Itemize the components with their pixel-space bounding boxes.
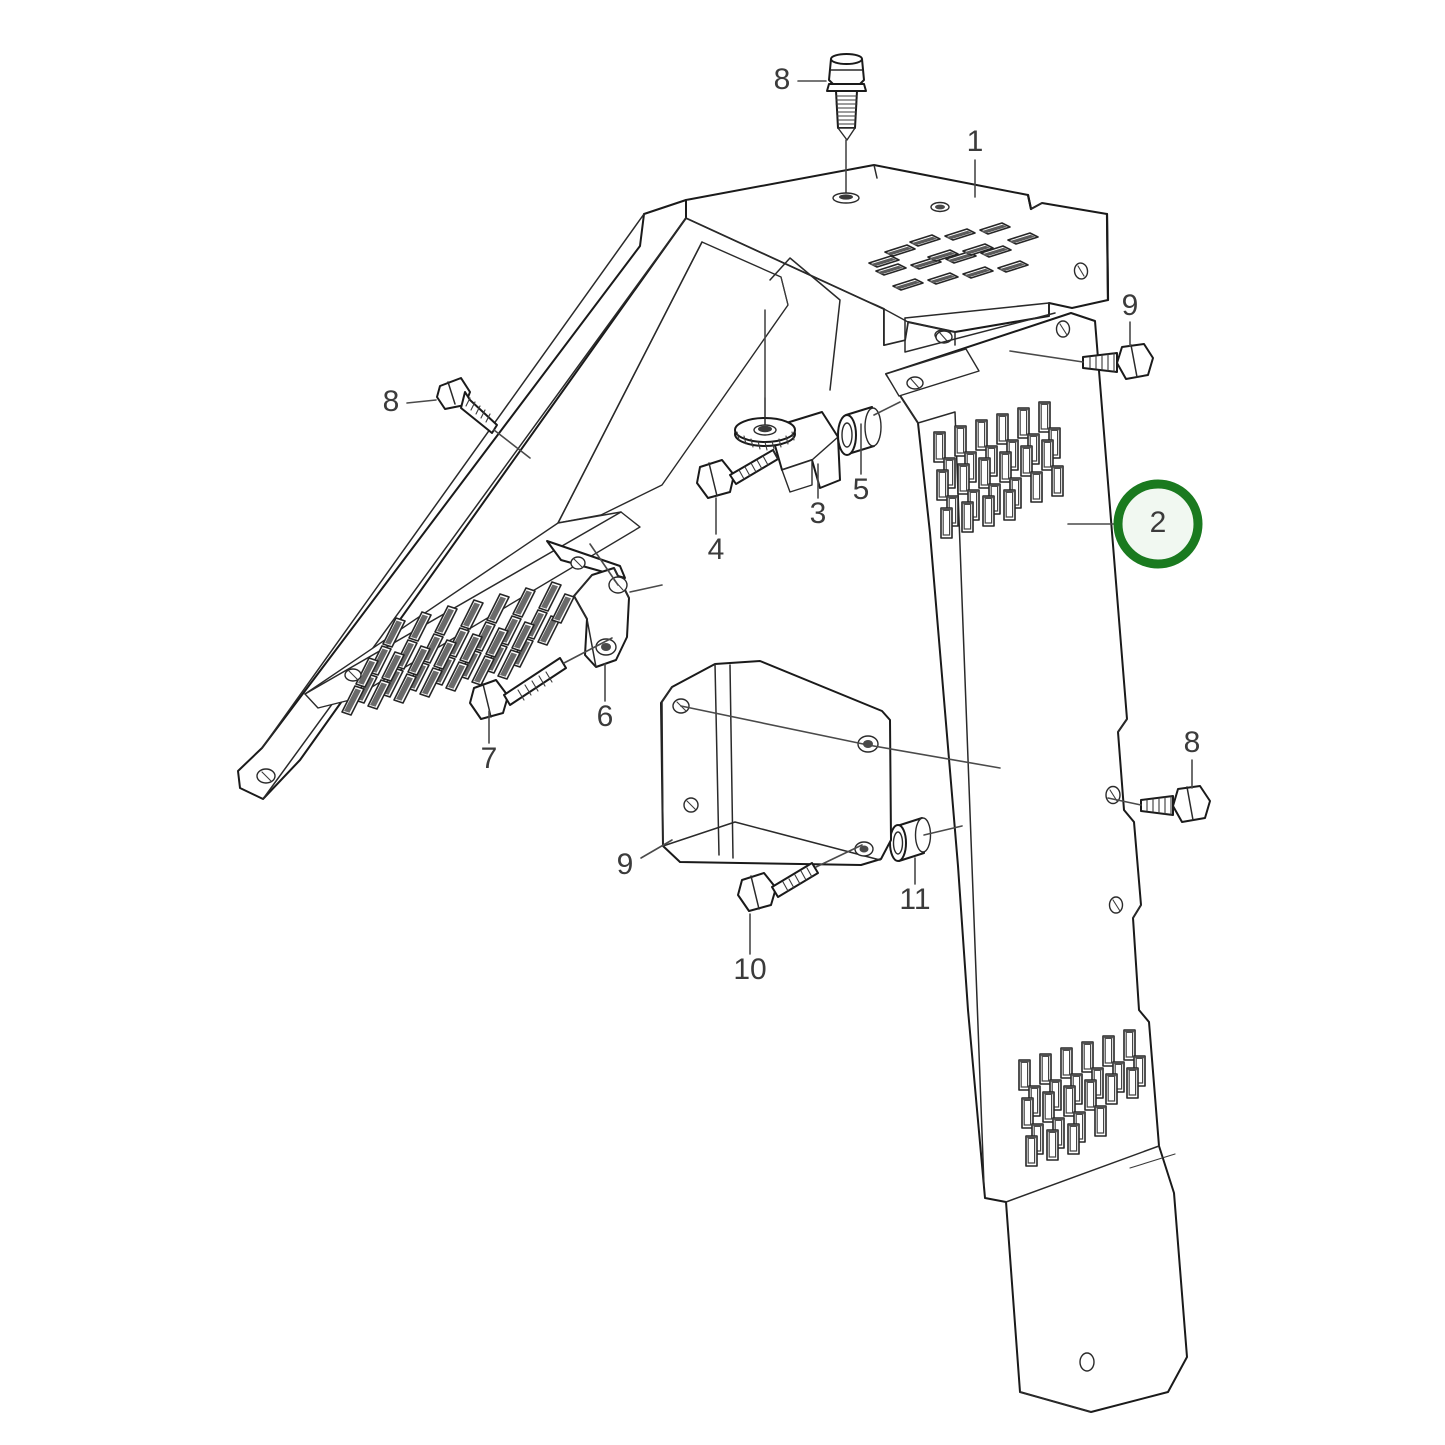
callout-number-c8c: 8: [1184, 726, 1201, 759]
callout-5[interactable]: 5: [853, 473, 870, 506]
callout-1[interactable]: 1: [967, 125, 984, 158]
part-8-hex-flange-bolt-top: [826, 53, 867, 204]
callout-number-c11: 11: [899, 883, 930, 916]
callout-6[interactable]: 6: [597, 700, 614, 733]
callout-10[interactable]: 10: [733, 953, 766, 986]
callout-9[interactable]: 9: [1122, 289, 1139, 322]
callout-number-c7: 7: [481, 742, 498, 775]
highlight-ring: [1113, 479, 1203, 569]
part-4-hex-flange-bolt: [696, 449, 779, 499]
callout-2-highlighted[interactable]: 2: [1113, 479, 1203, 569]
part-9-side-support-plate: [660, 660, 892, 866]
part-2-main-vertical-shield-panel: [885, 302, 1188, 1413]
part-6-angle-bracket: [546, 540, 630, 668]
callout-8[interactable]: 8: [383, 385, 400, 418]
leader-lines: [406, 80, 1193, 955]
callout-number-c5: 5: [853, 473, 870, 506]
part-10-hex-flange-bolt: [737, 844, 863, 912]
callout-number-c2: 2: [1150, 506, 1167, 539]
callout-number-c3: 3: [810, 497, 827, 530]
part-9-hex-flange-bolt-upper-right: [1009, 343, 1154, 380]
callout-number-c1: 1: [967, 125, 984, 158]
callout-7[interactable]: 7: [481, 742, 498, 775]
callout-number-c9b: 9: [617, 848, 634, 881]
part-11-spacer-bushing: [889, 817, 932, 862]
part-left-angled-shield-panel: [237, 199, 841, 800]
callout-labels: 1 2 3 4 5 6 7 8 8 8 9 9 10 11: [383, 63, 1203, 986]
callout-number-c9a: 9: [1122, 289, 1139, 322]
part-8-hex-flange-bolt-left: [436, 377, 531, 459]
part-3-clamp-bracket: [734, 397, 841, 493]
callout-number-c10: 10: [733, 953, 766, 986]
part-5-spacer-sleeve: [837, 406, 882, 456]
callout-4[interactable]: 4: [708, 533, 725, 566]
callout-11[interactable]: 11: [899, 883, 930, 916]
callout-number-c4: 4: [708, 533, 725, 566]
callout-number-c8b: 8: [383, 385, 400, 418]
callout-number-c6: 6: [597, 700, 614, 733]
callout-number-c8a: 8: [774, 63, 791, 96]
callout-3[interactable]: 3: [810, 497, 827, 530]
callout-8[interactable]: 8: [1184, 726, 1201, 759]
callout-9[interactable]: 9: [617, 848, 634, 881]
part-8-hex-flange-bolt-right: [1107, 785, 1211, 823]
callout-8[interactable]: 8: [774, 63, 791, 96]
